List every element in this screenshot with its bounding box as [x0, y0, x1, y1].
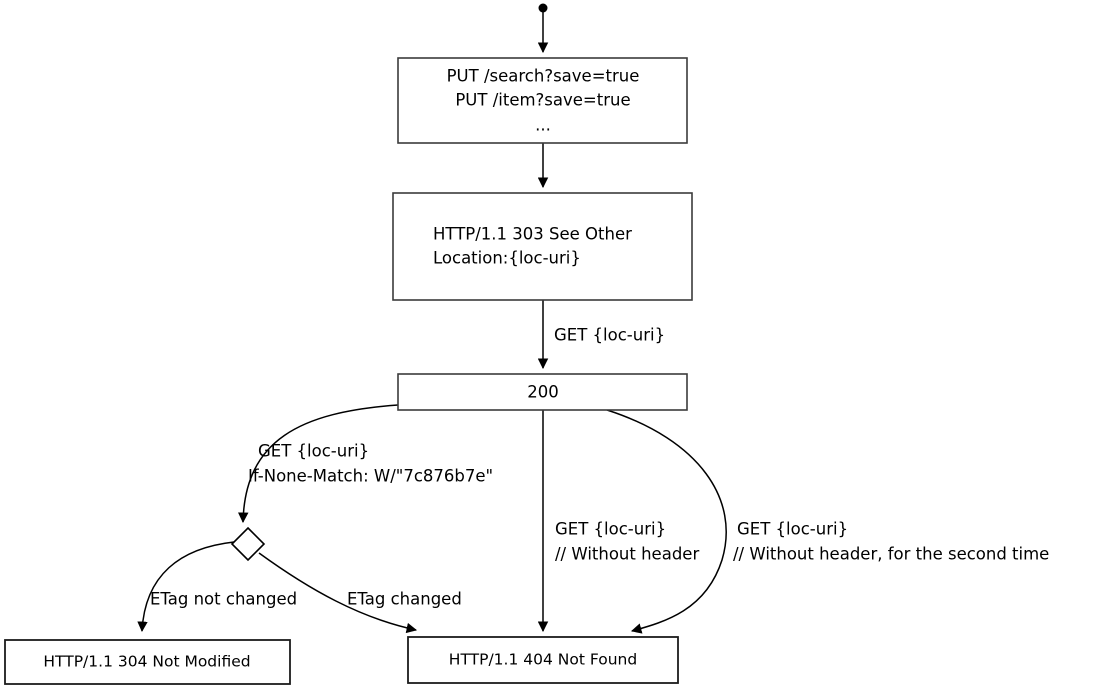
node-not-modified-box-shape[interactable] [4, 639, 291, 685]
node-ok-box[interactable]: 200 [397, 373, 688, 411]
node-request-box-line-1: PUT /item?save=true [455, 91, 630, 110]
start-node-dot [538, 3, 548, 13]
edge-line [258, 552, 418, 634]
node-not-found-box[interactable]: HTTP/1.1 404 Not Found [407, 636, 679, 684]
node-request-box-shape[interactable] [397, 57, 688, 144]
node-redirect-box-shape[interactable] [392, 192, 693, 301]
edge-line [606, 409, 727, 634]
node-request-box[interactable]: PUT /search?save=true PUT /item?save=tru… [397, 57, 688, 144]
edge-label-ok-to-notfound-curved-line-0: GET {loc-uri} [737, 520, 848, 539]
node-not-found-box-shape[interactable] [407, 636, 679, 684]
edge-start-to-request [537, 3, 549, 54]
node-request-box-line-2: ... [535, 116, 551, 135]
edge-ok-to-decision: GET {loc-uri} If-None-Match: W/"7c876b7e… [237, 404, 493, 524]
node-not-found-box-line-0: HTTP/1.1 404 Not Found [449, 651, 637, 669]
edge-label-redirect-to-ok-line-0: GET {loc-uri} [554, 326, 665, 345]
edge-ok-to-notfound-direct: GET {loc-uri} // Without header [537, 410, 699, 633]
edge-label-ok-to-notfound-direct-line-1: // Without header [555, 545, 699, 564]
edge-line [137, 541, 235, 633]
node-etag-decision[interactable] [230, 526, 266, 562]
node-redirect-box-line-1: Location:{loc-uri} [433, 249, 581, 268]
edge-ok-to-notfound-curved: GET {loc-uri} // Without header, for the… [606, 409, 1049, 634]
edge-label-decision-to-notfound-line-0: ETag changed [347, 590, 462, 609]
edge-redirect-to-ok: GET {loc-uri} [537, 300, 665, 370]
node-not-modified-box-line-0: HTTP/1.1 304 Not Modified [43, 653, 250, 671]
node-redirect-box[interactable]: HTTP/1.1 303 See Other Location:{loc-uri… [392, 192, 693, 301]
edge-label-ok-to-decision-line-1: If-None-Match: W/"7c876b7e" [248, 467, 493, 486]
edge-label-decision-to-notmodified-line-0: ETag not changed [150, 590, 297, 609]
edge-decision-to-notfound: ETag changed [258, 552, 462, 634]
node-ok-box-shape[interactable] [397, 373, 688, 411]
edge-label-ok-to-decision-line-0: GET {loc-uri} [258, 442, 369, 461]
node-ok-box-line-0: 200 [527, 383, 559, 402]
edge-line [237, 404, 399, 524]
edge-label-ok-to-notfound-curved-line-1: // Without header, for the second time [733, 545, 1049, 564]
node-request-box-line-0: PUT /search?save=true [447, 67, 640, 86]
edge-label-ok-to-notfound-direct-line-0: GET {loc-uri} [555, 520, 666, 539]
node-not-modified-box[interactable]: HTTP/1.1 304 Not Modified [4, 639, 291, 685]
node-redirect-box-line-0: HTTP/1.1 303 See Other [433, 225, 632, 244]
edge-decision-to-notmodified: ETag not changed [137, 541, 297, 633]
node-etag-decision-shape[interactable] [230, 526, 266, 562]
